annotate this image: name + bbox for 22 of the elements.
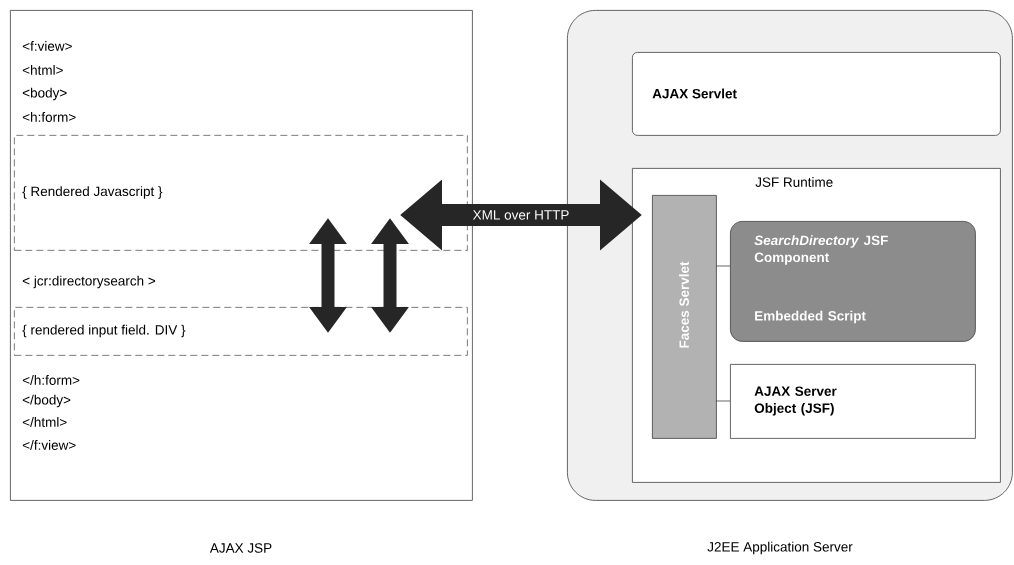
code-line: </html> [22, 417, 67, 427]
code-line: </body> [22, 394, 71, 408]
connector-line [715, 265, 731, 267]
code-line: </h:form> [22, 375, 80, 385]
box-label: AJAX Servlet [652, 88, 737, 99]
code-line: <html> [22, 65, 63, 75]
code-line: { Rendered Javascript } [22, 186, 163, 199]
edge-label: XML over HTTP [472, 210, 569, 220]
box-label: SearchDirectory JSF Component [754, 235, 888, 265]
node-label: J2EE Application Server [707, 541, 853, 555]
code-line: <body> [22, 87, 67, 101]
code-line: { rendered input field. DIV } [22, 324, 186, 338]
code-line: </f:view> [22, 440, 76, 450]
node-label: AJAX JSP [209, 543, 272, 553]
box-label: Embedded Script [755, 310, 866, 324]
code-line: <f:view> [22, 41, 72, 51]
box-label: AJAX Server Object (JSF) [754, 386, 837, 416]
code-line: < jcr:directorysearch > [22, 275, 156, 289]
code-line: <h:form> [22, 112, 76, 122]
box-heading: JSF Runtime [755, 177, 833, 187]
bar-label: Faces Servlet [679, 261, 689, 348]
connector-line [715, 400, 731, 402]
